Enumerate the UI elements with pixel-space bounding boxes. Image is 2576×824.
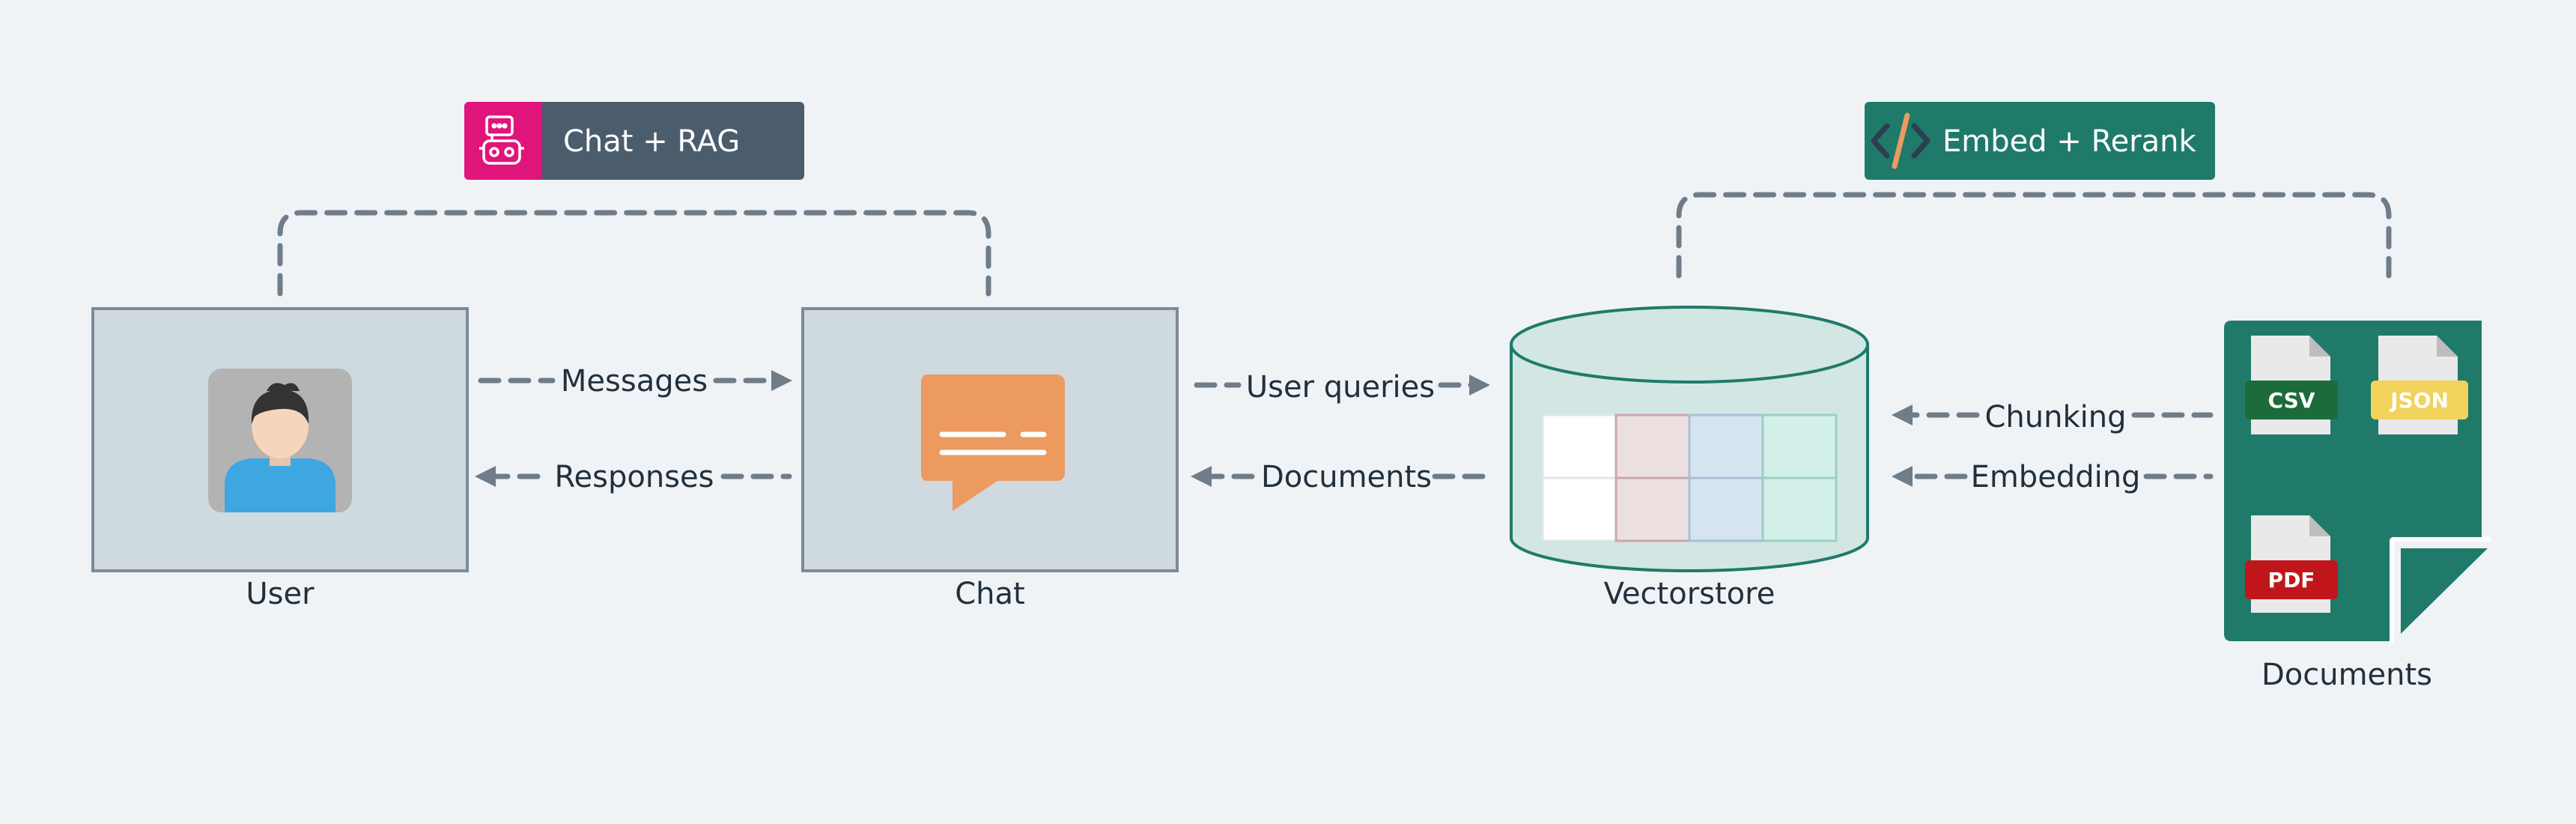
json-tag: JSON bbox=[2389, 388, 2449, 413]
documents-edge-label: Documents bbox=[1261, 460, 1432, 494]
json-file-icon: JSON bbox=[2371, 336, 2468, 434]
code-icon bbox=[1871, 112, 1931, 169]
responses-arrow: Responses bbox=[475, 460, 792, 494]
chat-label: Chat bbox=[955, 577, 1024, 611]
embed-rerank-badge: Embed + Rerank bbox=[1865, 102, 2215, 180]
documents-label: Documents bbox=[2261, 658, 2432, 692]
chunking-arrow: Chunking bbox=[1892, 400, 2214, 434]
documents-arrow: Documents bbox=[1191, 460, 1489, 494]
user-queries-arrow: User queries bbox=[1194, 370, 1490, 405]
user-node bbox=[91, 307, 469, 572]
chat-rag-badge: Chat + RAG bbox=[464, 102, 804, 180]
csv-file-icon: CSV bbox=[2245, 336, 2338, 434]
documents-node: CSV JSON PDF bbox=[2224, 321, 2491, 643]
responses-label: Responses bbox=[555, 460, 714, 494]
embed-rerank-label: Embed + Rerank bbox=[1942, 124, 2196, 159]
csv-tag: CSV bbox=[2268, 388, 2315, 413]
pdf-tag: PDF bbox=[2268, 568, 2315, 593]
robot-icon bbox=[479, 115, 524, 165]
chat-rag-label: Chat + RAG bbox=[563, 124, 740, 159]
chunking-label: Chunking bbox=[1984, 400, 2126, 434]
messages-label: Messages bbox=[561, 364, 708, 399]
vectorstore-label: Vectorstore bbox=[1604, 577, 1775, 611]
pdf-file-icon: PDF bbox=[2245, 515, 2338, 613]
vectorstore-node bbox=[1510, 306, 1869, 572]
messages-arrow: Messages bbox=[478, 364, 792, 399]
vectorstore-documents-top-connector bbox=[1676, 192, 2392, 279]
chat-bubble-icon bbox=[921, 375, 1065, 511]
user-label: User bbox=[246, 577, 315, 611]
embedding-arrow: Embedding bbox=[1892, 460, 2214, 494]
user-avatar-icon bbox=[208, 369, 352, 512]
vector-table bbox=[1541, 413, 1838, 542]
user-chat-top-connector bbox=[277, 210, 991, 297]
chat-node bbox=[801, 307, 1179, 572]
embedding-label: Embedding bbox=[1971, 460, 2141, 494]
user-queries-label: User queries bbox=[1246, 370, 1435, 405]
